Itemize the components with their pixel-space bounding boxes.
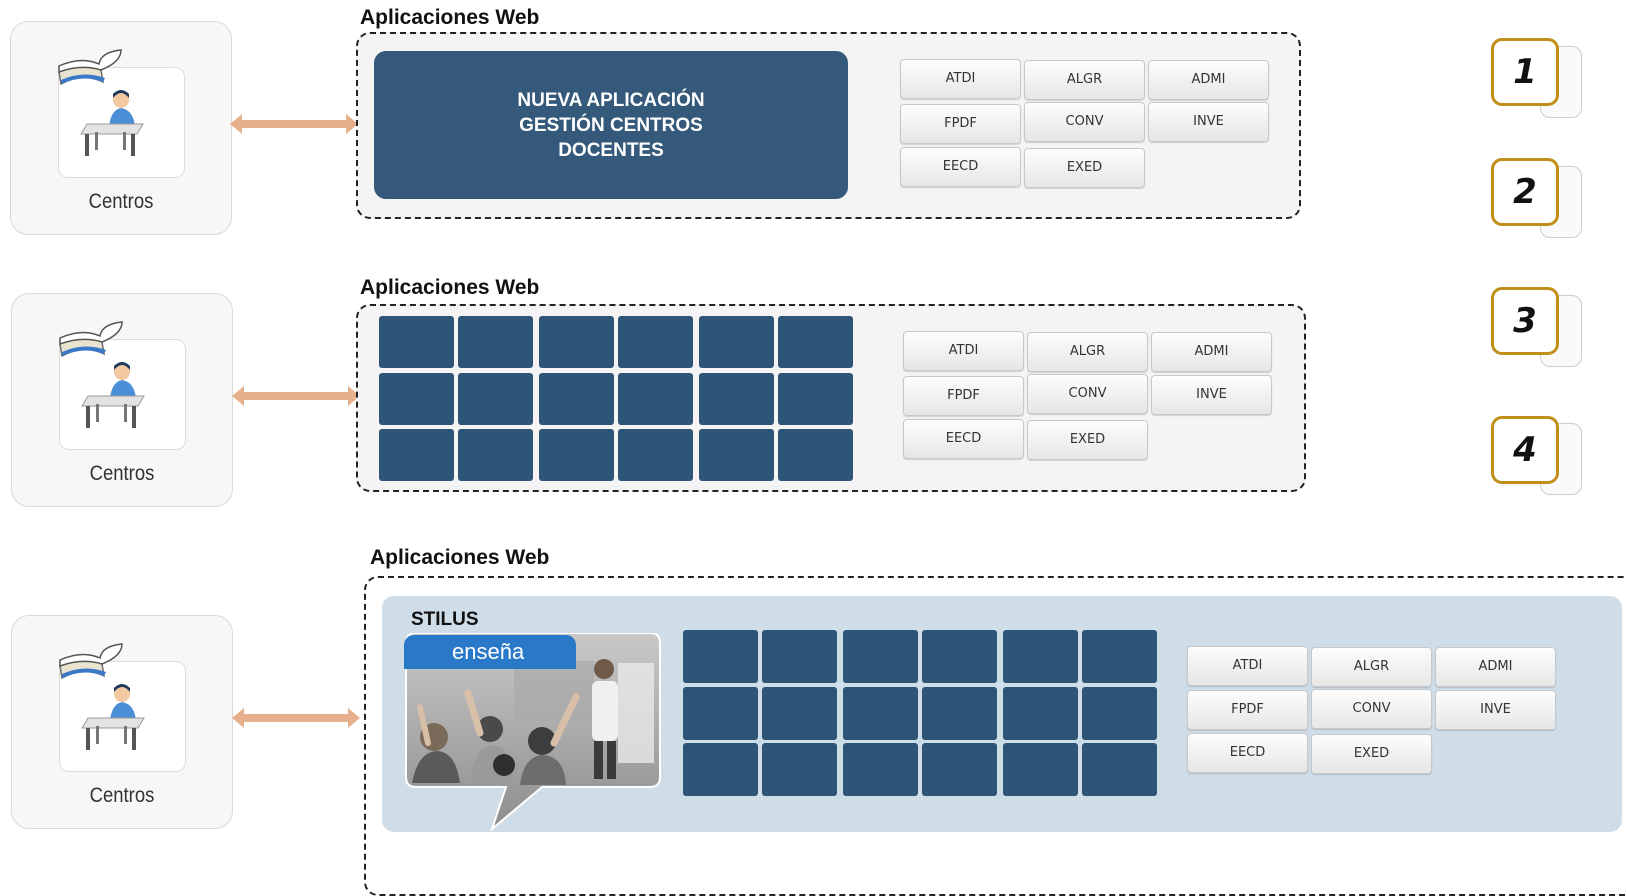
app-tile[interactable]: [1003, 630, 1078, 683]
app-tile[interactable]: [762, 630, 837, 683]
module-conv-button[interactable]: CONV: [1024, 102, 1145, 142]
module-atdi-button[interactable]: ATDI: [900, 59, 1021, 99]
module-algr-button[interactable]: ALGR: [1311, 647, 1432, 687]
app-tile[interactable]: [778, 316, 853, 368]
student-desk-book-icon: [59, 643, 145, 750]
module-fpdf-button[interactable]: FPDF: [903, 376, 1024, 416]
step-badge-2[interactable]: 2: [1491, 158, 1559, 226]
app-tile[interactable]: [1003, 743, 1078, 796]
step-badge-3[interactable]: 3: [1491, 287, 1559, 355]
classroom-photo[interactable]: [404, 633, 662, 831]
module-eecd-button[interactable]: EECD: [900, 147, 1021, 187]
app-tile[interactable]: [922, 687, 997, 740]
double-arrow-icon: [232, 708, 360, 728]
module-atdi-button[interactable]: ATDI: [903, 331, 1024, 371]
app-tile[interactable]: [843, 630, 918, 683]
module-admi-button[interactable]: ADMI: [1435, 647, 1556, 687]
module-algr-button[interactable]: ALGR: [1027, 332, 1148, 372]
ensena-tab[interactable]: enseña: [404, 635, 576, 669]
module-inve-button[interactable]: INVE: [1148, 102, 1269, 142]
module-admi-button[interactable]: ADMI: [1148, 60, 1269, 100]
app-tile[interactable]: [699, 373, 774, 425]
student-desk-book-icon: [59, 321, 145, 428]
module-exed-button[interactable]: EXED: [1024, 148, 1145, 188]
module-algr-button[interactable]: ALGR: [1024, 60, 1145, 100]
app-tile[interactable]: [683, 630, 758, 683]
module-admi-button[interactable]: ADMI: [1151, 332, 1272, 372]
section-title: Aplicaciones Web: [370, 546, 550, 569]
module-fpdf-button[interactable]: FPDF: [900, 104, 1021, 144]
module-conv-button[interactable]: CONV: [1027, 374, 1148, 414]
app-tile[interactable]: [843, 687, 918, 740]
app-tile[interactable]: [458, 316, 533, 368]
app-tile[interactable]: [699, 316, 774, 368]
centros-label: Centros: [89, 462, 155, 485]
app-tile[interactable]: [922, 630, 997, 683]
app-tile[interactable]: [379, 316, 454, 368]
app-tile[interactable]: [539, 429, 614, 481]
module-inve-button[interactable]: INVE: [1151, 375, 1272, 415]
module-exed-button[interactable]: EXED: [1027, 420, 1148, 460]
app-tile[interactable]: [618, 373, 693, 425]
app-tile[interactable]: [539, 373, 614, 425]
module-eecd-button[interactable]: EECD: [1187, 733, 1308, 773]
double-arrow-icon: [232, 386, 360, 406]
centros-label: Centros: [89, 784, 155, 807]
app-tile[interactable]: [618, 429, 693, 481]
double-arrow-icon: [230, 114, 358, 134]
app-tile[interactable]: [922, 743, 997, 796]
app-tile[interactable]: [1082, 687, 1157, 740]
app-tile[interactable]: [1082, 630, 1157, 683]
nueva-app-line-2: GESTIÓN CENTROS: [519, 114, 703, 136]
centros-card-1: Centros: [10, 21, 232, 235]
app-tile[interactable]: [1003, 687, 1078, 740]
stilus-label: STILUS: [411, 609, 479, 630]
app-tile[interactable]: [843, 743, 918, 796]
app-tile[interactable]: [778, 373, 853, 425]
app-tile[interactable]: [539, 316, 614, 368]
student-desk-book-icon: [58, 49, 144, 156]
app-tile[interactable]: [379, 429, 454, 481]
nueva-app-line-3: DOCENTES: [558, 139, 664, 161]
module-exed-button[interactable]: EXED: [1311, 734, 1432, 774]
app-tile[interactable]: [1082, 743, 1157, 796]
module-conv-button[interactable]: CONV: [1311, 689, 1432, 729]
app-tile[interactable]: [458, 429, 533, 481]
module-eecd-button[interactable]: EECD: [903, 419, 1024, 459]
app-tile[interactable]: [762, 687, 837, 740]
app-tile[interactable]: [699, 429, 774, 481]
centros-label: Centros: [88, 190, 154, 213]
nueva-app-line-1: NUEVA APLICACIÓN: [517, 89, 705, 111]
app-tile[interactable]: [458, 373, 533, 425]
app-tile[interactable]: [683, 743, 758, 796]
app-tile[interactable]: [762, 743, 837, 796]
module-inve-button[interactable]: INVE: [1435, 690, 1556, 730]
app-tile[interactable]: [379, 373, 454, 425]
centros-card-2: Centros: [11, 293, 233, 507]
module-atdi-button[interactable]: ATDI: [1187, 646, 1308, 686]
section-title: Aplicaciones Web: [360, 6, 540, 29]
app-tile[interactable]: [778, 429, 853, 481]
app-tile[interactable]: [618, 316, 693, 368]
module-fpdf-button[interactable]: FPDF: [1187, 690, 1308, 730]
ensena-label: enseña: [452, 639, 525, 664]
section-title: Aplicaciones Web: [360, 276, 540, 299]
nueva-aplicacion-box[interactable]: NUEVA APLICACIÓN GESTIÓN CENTROS DOCENTE…: [374, 51, 848, 199]
step-badge-1[interactable]: 1: [1491, 38, 1559, 106]
centros-card-3: Centros: [11, 615, 233, 829]
app-tile[interactable]: [683, 687, 758, 740]
step-badge-4[interactable]: 4: [1491, 416, 1559, 484]
